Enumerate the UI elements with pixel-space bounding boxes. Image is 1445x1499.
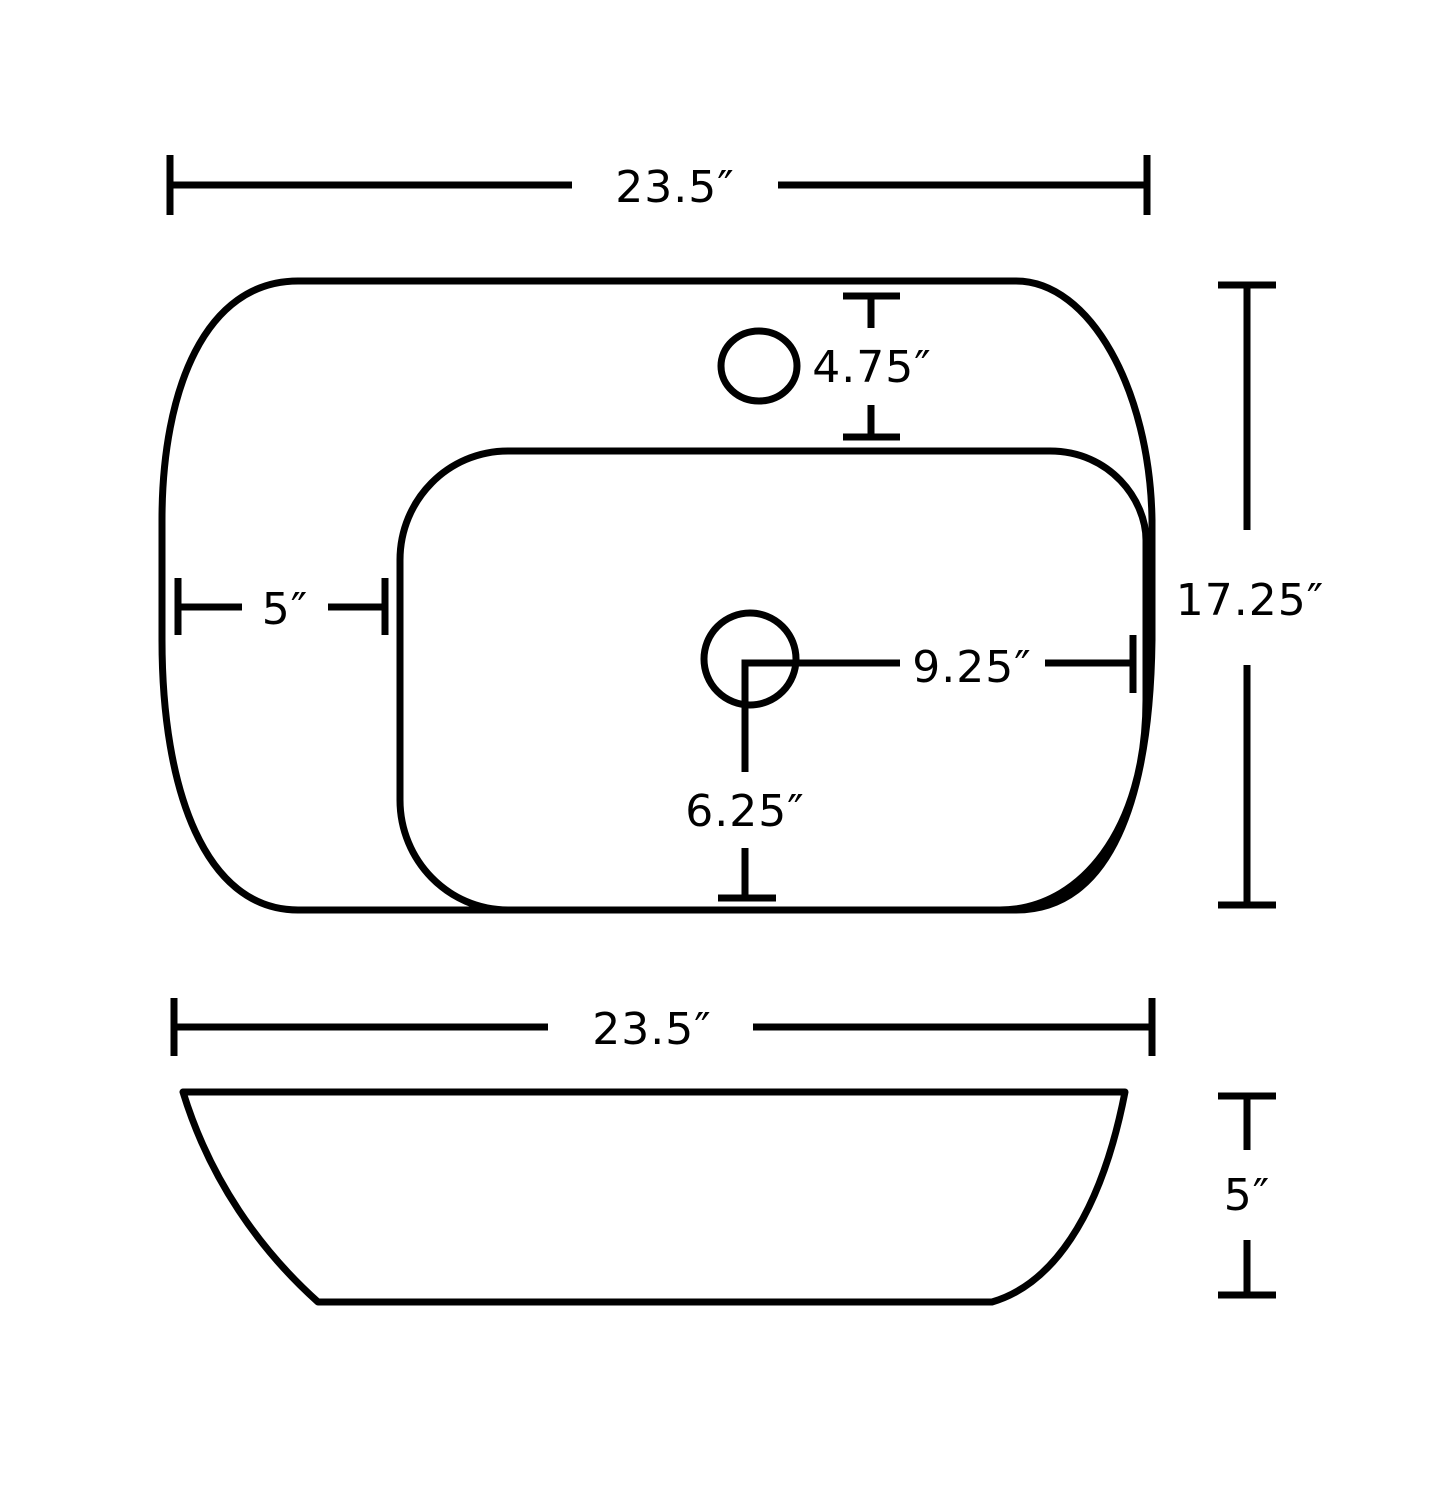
left-rim-label: 5″	[262, 584, 308, 635]
drain-right-dimension: 9.25″	[741, 635, 1137, 708]
sink-outer-rim	[158, 277, 1156, 914]
side-height-dimension: 5″	[1218, 1092, 1276, 1299]
drain-circle	[700, 609, 800, 709]
faucet-hole-dimension: 4.75″	[812, 292, 931, 441]
faucet-hole-label: 4.75″	[812, 342, 931, 393]
sink-side-profile	[179, 1088, 1129, 1306]
left-rim-dimension: 5″	[174, 578, 389, 635]
sink-inner-basin	[396, 447, 1150, 914]
faucet-hole	[717, 327, 801, 405]
top-width-dimension: 23.5″	[166, 155, 1151, 215]
top-depth-dimension: 17.25″	[1176, 281, 1324, 909]
side-width-label: 23.5″	[592, 1004, 711, 1055]
drain-front-dimension: 6.25″	[685, 700, 804, 902]
top-width-label: 23.5″	[615, 162, 734, 213]
side-height-label: 5″	[1224, 1170, 1270, 1221]
side-width-dimension: 23.5″	[170, 998, 1156, 1056]
drain-right-label: 9.25″	[912, 642, 1031, 693]
drain-front-label: 6.25″	[685, 786, 804, 837]
top-depth-label: 17.25″	[1176, 575, 1324, 626]
